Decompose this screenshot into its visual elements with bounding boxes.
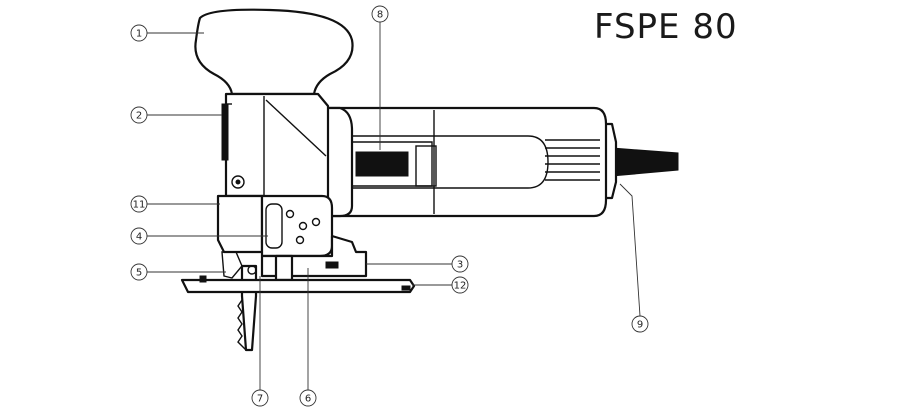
callout-8 [371,5,389,23]
screw [231,175,245,189]
callout-11 [130,195,148,213]
base-plate-tab [199,275,207,283]
callout-2-label: 2 [136,111,142,122]
callout-9-label: 9 [637,320,643,331]
callout-5 [130,263,148,281]
adjuster-dot-1 [285,209,295,219]
power-cord [611,147,679,177]
handle-grip [348,135,549,189]
screw-center [235,179,241,185]
base-plate-screw [401,285,411,291]
jigsaw-illustration [180,8,679,352]
switch-frame [415,145,437,187]
adjuster-dot-4 [311,217,321,227]
callout-4-label: 4 [136,232,142,243]
lower-housing [216,194,264,254]
on-off-switch [355,151,409,177]
saw-blade [240,264,258,352]
model-title: FSPE 80 [594,7,738,47]
grip-ribs [545,139,600,181]
base-screw [325,261,339,269]
callout-11-label: 11 [133,200,146,211]
motor-housing [323,106,608,218]
callout-8-label: 8 [377,10,383,21]
callout-7 [251,389,269,407]
callout-7-label: 7 [257,394,263,405]
handle-inner [350,141,433,187]
chip-guard [221,251,243,279]
adjuster-lever [265,203,283,249]
callout-6-label: 6 [305,394,311,405]
callout-5-label: 5 [136,268,142,279]
callout-2 [130,106,148,124]
callout-4 [130,227,148,245]
callout-3 [451,255,469,273]
pendulum-adjuster [260,194,334,258]
callout-1-label: 1 [136,29,142,40]
adjuster-dot-3 [295,235,305,245]
callout-6 [299,389,317,407]
callouts: 1 2 11 4 5 3 12 8 9 [130,5,649,407]
blade-teeth [237,299,247,351]
gear-head-diagonal [265,99,327,157]
top-knob [194,8,354,96]
motor-nose [323,106,354,218]
callout-3-label: 3 [457,260,463,271]
blade-holder [274,254,294,282]
callout-12 [451,276,469,294]
callout-9 [631,315,649,333]
callout-1 [130,24,148,42]
side-strip [221,103,229,161]
callout-12-label: 12 [454,281,467,292]
guide-roller [247,265,257,275]
adjuster-dot-2 [298,221,308,231]
base-plate [180,278,416,294]
